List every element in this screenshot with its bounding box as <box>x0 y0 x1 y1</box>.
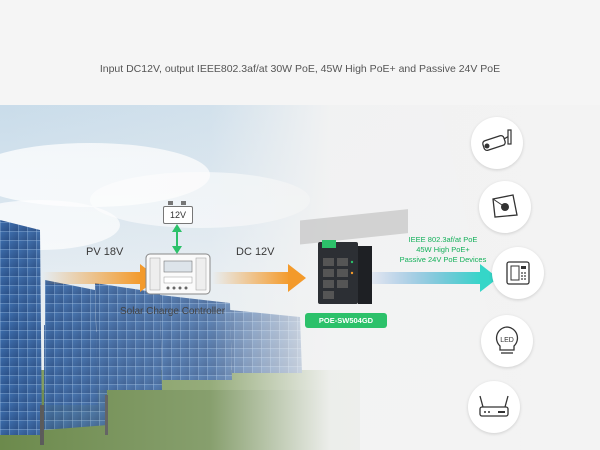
poe-switch-icon <box>318 240 372 304</box>
controller-label: Solar Charge Controller <box>120 306 226 317</box>
ptz-camera-icon <box>479 181 531 233</box>
header-band <box>0 0 600 105</box>
din-rail <box>300 209 408 245</box>
router-icon <box>468 381 520 433</box>
pv-arrow <box>42 264 158 292</box>
charge-controller-icon <box>145 253 211 295</box>
poe-output-line3: Passive 24V PoE Devices <box>399 255 487 264</box>
led-text: LED <box>500 337 514 344</box>
camera-icon <box>471 117 523 169</box>
battery-icon <box>168 201 186 205</box>
poe-output-label: IEEE 802.3af/at PoE 45W High PoE+ Passiv… <box>388 235 498 265</box>
poe-output-line2: 45W High PoE+ <box>416 245 470 254</box>
switch-model-badge: POE-SW504GD <box>305 313 387 328</box>
poe-output-line1: IEEE 802.3af/at PoE <box>408 235 478 244</box>
led-light-icon: LED <box>481 315 533 367</box>
access-control-icon <box>492 247 544 299</box>
battery-link-arrow <box>172 224 182 254</box>
pv-voltage-label: PV 18V <box>86 246 124 258</box>
page-caption: Input DC12V, output IEEE802.3af/at 30W P… <box>99 63 501 75</box>
dc-arrow <box>212 264 306 292</box>
battery-label: 12V <box>163 206 193 224</box>
poe-output-arrow <box>372 264 498 292</box>
dc-voltage-label: DC 12V <box>236 246 275 258</box>
